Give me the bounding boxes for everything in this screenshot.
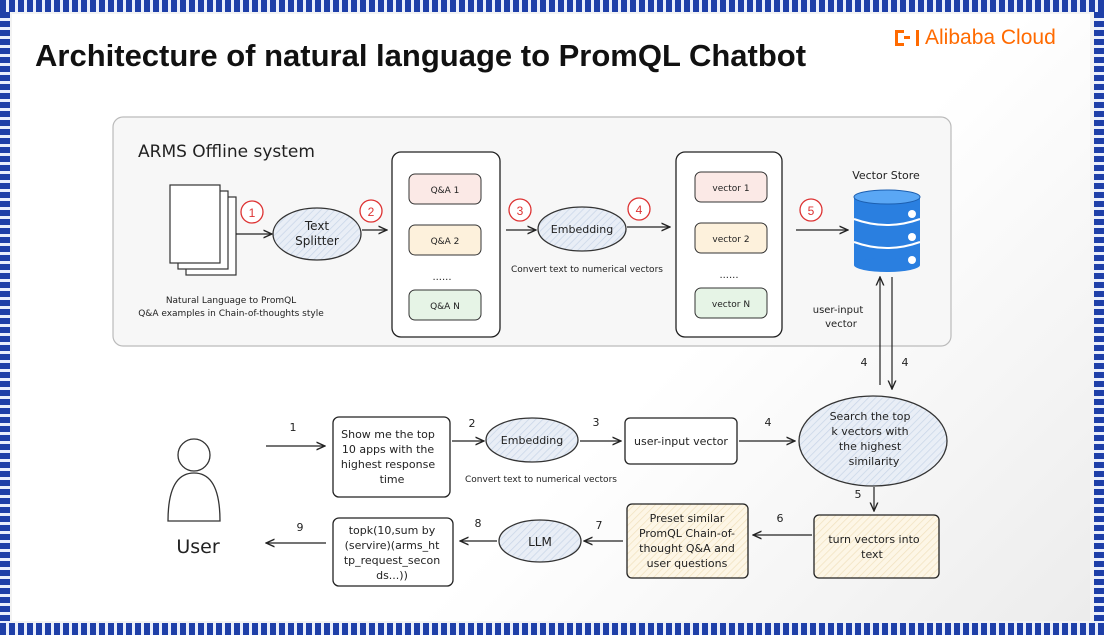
output-line-1: topk(10,sum by — [349, 524, 436, 537]
search-line-4: similarity — [849, 455, 900, 468]
preset-qa-box — [626, 503, 749, 579]
slide-border-top — [0, 0, 1104, 12]
qa-ellipsis: ...... — [432, 272, 451, 283]
question-line-1: Show me the top — [341, 428, 435, 441]
online-step-1-label: 1 — [290, 421, 297, 434]
user-input-vector-box — [624, 417, 738, 465]
vector-store-database-icon — [853, 189, 921, 272]
step-4-badge — [627, 197, 651, 221]
slide-title: Architecture of natural language to Prom… — [35, 38, 807, 73]
slide-border-right — [1094, 12, 1104, 623]
step-5-label: 5 — [808, 204, 815, 218]
slide-border-bottom — [0, 623, 1104, 635]
question-line-2: 10 apps with the — [342, 443, 435, 456]
user-question-box — [332, 416, 451, 498]
vector-1-label: vector 1 — [712, 184, 749, 194]
logo-text: Alibaba Cloud — [925, 26, 1056, 49]
step-2-badge — [359, 199, 383, 223]
online-embedding-caption: Convert text to numerical vectors — [465, 475, 617, 485]
preset-line-1: Preset similar — [650, 512, 725, 525]
step-1-badge — [240, 200, 264, 224]
qa-chunk-2-label: Q&A 2 — [431, 237, 460, 247]
offline-system-title: ARMS Offline system — [138, 142, 315, 162]
vector-n — [694, 287, 768, 319]
online-step-9-label: 9 — [297, 521, 304, 534]
online-step-7-label: 7 — [596, 519, 603, 532]
step-4-label: 4 — [636, 203, 643, 217]
step-3-badge — [508, 198, 532, 222]
qa-chunk-n-label: Q&A N — [430, 302, 460, 312]
qa-chunk-1-label: Q&A 1 — [431, 186, 460, 196]
search-line-3: the highest — [839, 440, 902, 453]
document-stack-icon — [169, 184, 237, 276]
output-line-2: (servire)(arms_ht — [345, 539, 440, 552]
turn-line-1: turn vectors into — [828, 533, 920, 546]
doc-caption-line-2: Q&A examples in Chain-of-thoughts style — [138, 309, 324, 319]
search-line-1: Search the top — [830, 410, 911, 423]
user-input-vector-text: user-input vector — [634, 435, 728, 448]
user-input-vector-label-line-1: user-input — [813, 305, 864, 316]
similarity-search-node — [798, 395, 948, 487]
vector-2 — [694, 222, 768, 254]
offline-embedding-label: Embedding — [551, 223, 613, 236]
output-line-4: ds...)) — [376, 569, 408, 582]
qa-chunk-2 — [408, 224, 482, 256]
promql-output-box — [332, 517, 454, 587]
question-line-4: time — [380, 473, 405, 486]
vector-store-label: Vector Store — [852, 169, 920, 182]
qa-chunk-1 — [408, 173, 482, 205]
step-1-label: 1 — [249, 206, 256, 220]
online-step-6-label: 6 — [777, 512, 784, 525]
preset-line-4: user questions — [647, 557, 728, 570]
llm-node — [498, 519, 582, 563]
online-step-3-label: 3 — [593, 416, 600, 429]
output-line-3: tp_request_secon — [344, 554, 440, 567]
offline-embedding-caption: Convert text to numerical vectors — [511, 265, 663, 275]
text-splitter-node — [272, 207, 362, 261]
preset-line-3: thought Q&A and — [639, 542, 735, 555]
online-step-5-label: 5 — [855, 488, 862, 501]
vector-ellipsis: ...... — [719, 270, 738, 281]
vector-n-label: vector N — [712, 300, 750, 310]
turn-vectors-box — [813, 514, 940, 579]
slide-border-left — [0, 12, 10, 623]
llm-label: LLM — [528, 535, 552, 549]
user-input-vector-label-line-2: vector — [825, 319, 858, 330]
step-2-label: 2 — [368, 205, 375, 219]
search-line-2: k vectors with — [831, 425, 908, 438]
offline-embedding-node — [537, 206, 627, 252]
vector-1 — [694, 171, 768, 203]
online-step-2-label: 2 — [469, 417, 476, 430]
turn-line-2: text — [861, 548, 883, 561]
qa-chunk-n — [408, 289, 482, 321]
step-5-badge — [799, 198, 823, 222]
text-splitter-line-2: Splitter — [295, 234, 339, 248]
vector-2-label: vector 2 — [712, 235, 749, 245]
step-4-down-label: 4 — [902, 356, 909, 369]
doc-caption-line-1: Natural Language to PromQL — [166, 296, 296, 306]
online-embedding-label: Embedding — [501, 434, 563, 447]
text-splitter-line-1: Text — [304, 219, 330, 233]
alibaba-cloud-logo: Alibaba Cloud — [895, 26, 1056, 50]
step-4-up-label: 4 — [861, 356, 868, 369]
online-step-8-label: 8 — [475, 517, 482, 530]
step-3-label: 3 — [517, 204, 524, 218]
preset-line-2: PromQL Chain-of- — [639, 527, 735, 540]
user-avatar-icon — [167, 438, 221, 522]
online-embedding-node — [485, 417, 579, 463]
user-label: User — [176, 536, 219, 558]
online-step-4-label: 4 — [765, 416, 772, 429]
question-line-3: highest response — [341, 458, 435, 471]
alibaba-cloud-logo-icon — [895, 30, 919, 46]
